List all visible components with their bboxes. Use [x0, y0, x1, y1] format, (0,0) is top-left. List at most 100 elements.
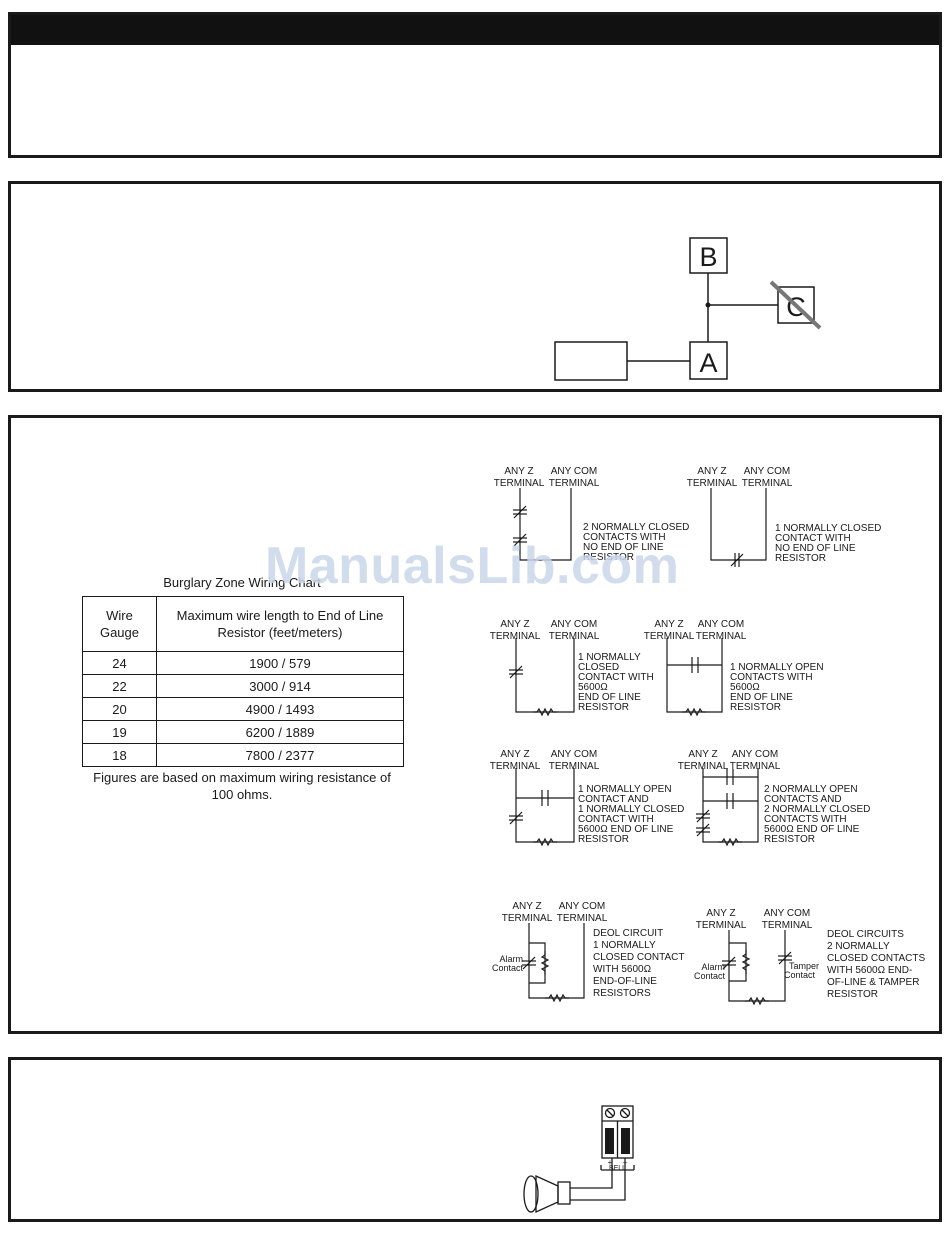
circuit-1nc-eol: [508, 638, 575, 716]
terminal-label: TERMINAL: [557, 913, 608, 924]
gauge-cell: 19: [82, 720, 157, 744]
any-com-label: ANY COM: [732, 749, 779, 760]
bell-panel: [8, 1057, 942, 1222]
circuit-description-line: DEOL CIRCUITS: [827, 929, 904, 940]
circuit-description-line: RESISTORS: [593, 988, 651, 999]
terminal-label: TERMINAL: [549, 631, 600, 642]
circuit-description-line: 1 NORMALLY CLOSED: [578, 804, 684, 815]
header-panel: [8, 12, 942, 158]
terminal-screw-minus: [619, 1107, 631, 1119]
circuit-deol-1nc: [521, 923, 585, 1002]
gauge-cell: 24: [82, 651, 157, 675]
terminal-label: TERMINAL: [687, 478, 738, 489]
terminal-label: TERMINAL: [762, 920, 813, 931]
circuit-description-line: RESISTOR: [827, 989, 878, 1000]
circuit-1no-eol: [666, 638, 723, 716]
siren-driver: [557, 1181, 571, 1205]
any-z-label: ANY Z: [504, 466, 533, 477]
any-com-label: ANY COM: [559, 901, 606, 912]
any-z-label: ANY Z: [500, 749, 529, 760]
terminal-label: TERMINAL: [678, 761, 729, 772]
circuit-description-line: WITH 5600Ω: [593, 964, 652, 975]
junction-dot: [705, 302, 711, 308]
chart-footnote: Figures are based on maximum wiring resi…: [93, 770, 391, 802]
circuit-description-line: 2 NORMALLY CLOSED: [764, 804, 870, 815]
watermark: ManualsLib.com: [265, 537, 680, 595]
siren-mouth: [523, 1175, 539, 1213]
circuit-2nc-no-eol: [512, 488, 572, 561]
circuit-description-line: END-OF-LINE: [593, 976, 657, 987]
circuit-1nc-no-eol: [710, 488, 767, 568]
header-wire-gauge: Wire Gauge: [82, 596, 157, 652]
circuit-description-line: 2 NORMALLY: [827, 941, 890, 952]
any-com-label: ANY COM: [764, 908, 811, 919]
circuit-description-line: RESISTOR: [578, 834, 629, 845]
circuit-description-line: RESISTOR: [764, 834, 815, 845]
circuit-description-line: 2 NORMALLY CLOSED: [583, 522, 689, 533]
circuit-description-line: RESISTOR: [775, 553, 826, 564]
circuit-1no-1nc-eol: [508, 768, 575, 846]
circuit-2no-2nc-eol: [695, 768, 759, 846]
circuit-description-line: CONTACT WITH: [578, 672, 654, 683]
circuit-description-line: CONTACTS WITH: [583, 532, 666, 543]
header-bar: [11, 15, 939, 45]
circuit-description-line: CLOSED: [578, 662, 619, 673]
length-cell: 7800 / 2377: [156, 743, 404, 767]
length-cell: 4900 / 1493: [156, 697, 404, 721]
circuit-description-line: WITH 5600Ω END-: [827, 965, 912, 976]
terminal-screw-plus: [604, 1107, 616, 1119]
bell-plus-label: +: [608, 1158, 613, 1167]
wiring-chart-table: Wire Gauge Maximum wire length to End of…: [82, 596, 404, 767]
any-com-label: ANY COM: [551, 749, 598, 760]
any-z-label: ANY Z: [654, 619, 683, 630]
terminal-label: TERMINAL: [696, 631, 747, 642]
any-z-label: ANY Z: [512, 901, 541, 912]
any-com-label: ANY COM: [551, 466, 598, 477]
circuit-description-line: 5600Ω: [578, 682, 608, 693]
alarm-contact-label: Alarm: [701, 962, 725, 972]
bell-minus-label: –: [623, 1158, 628, 1167]
circuit-description-line: RESISTOR: [730, 702, 781, 713]
circuit-description-line: END OF LINE: [730, 692, 793, 703]
circuit-description-line: CONTACTS WITH: [730, 672, 813, 683]
any-com-label: ANY COM: [744, 466, 791, 477]
circuit-description-line: CONTACT AND: [578, 794, 649, 805]
circuit-description-line: 1 NORMALLY: [578, 652, 641, 663]
terminal-label: TERMINAL: [730, 761, 781, 772]
any-z-label: ANY Z: [500, 619, 529, 630]
circuit-description-line: NO END OF LINE: [775, 543, 856, 554]
tamper-contact-label: Tamper: [789, 961, 819, 971]
circuit-description-line: CONTACTS WITH: [764, 814, 847, 825]
tamper-contact-label: Contact: [784, 970, 816, 980]
circuit-description-line: CLOSED CONTACT: [593, 952, 685, 963]
any-z-label: ANY Z: [706, 908, 735, 919]
any-z-label: ANY Z: [697, 466, 726, 477]
circuit-description-line: OF-LINE & TAMPER: [827, 977, 919, 988]
chart-caption: Burglary Zone Wiring Chart: [163, 575, 321, 590]
circuit-deol-2nc-tamper: [721, 930, 793, 1005]
terminal-label: TERMINAL: [502, 913, 553, 924]
bell-label: BELL: [609, 1165, 626, 1172]
circuit-description-line: CONTACT WITH: [775, 533, 851, 544]
circuit-description-line: 5600Ω END OF LINE: [764, 824, 860, 835]
terminal-label: TERMINAL: [742, 478, 793, 489]
circuit-description-line: RESISTOR: [578, 702, 629, 713]
circuit-description-line: 5600Ω: [730, 682, 760, 693]
terminal-b-label: B: [699, 242, 717, 272]
circuit-description-line: END OF LINE: [578, 692, 641, 703]
strike-through-mark: [769, 280, 822, 330]
alarm-contact-label: Contact: [492, 963, 524, 973]
circuit-description-line: CONTACT WITH: [578, 814, 654, 825]
terminal-c-box: [777, 286, 815, 324]
gauge-cell: 18: [82, 743, 157, 767]
any-z-label: ANY Z: [688, 749, 717, 760]
circuit-description-line: NO END OF LINE: [583, 542, 664, 553]
circuit-description-line: CLOSED CONTACTS: [827, 953, 925, 964]
terminal-label: TERMINAL: [696, 920, 747, 931]
circuit-description-line: 1 NORMALLY CLOSED: [775, 523, 881, 534]
